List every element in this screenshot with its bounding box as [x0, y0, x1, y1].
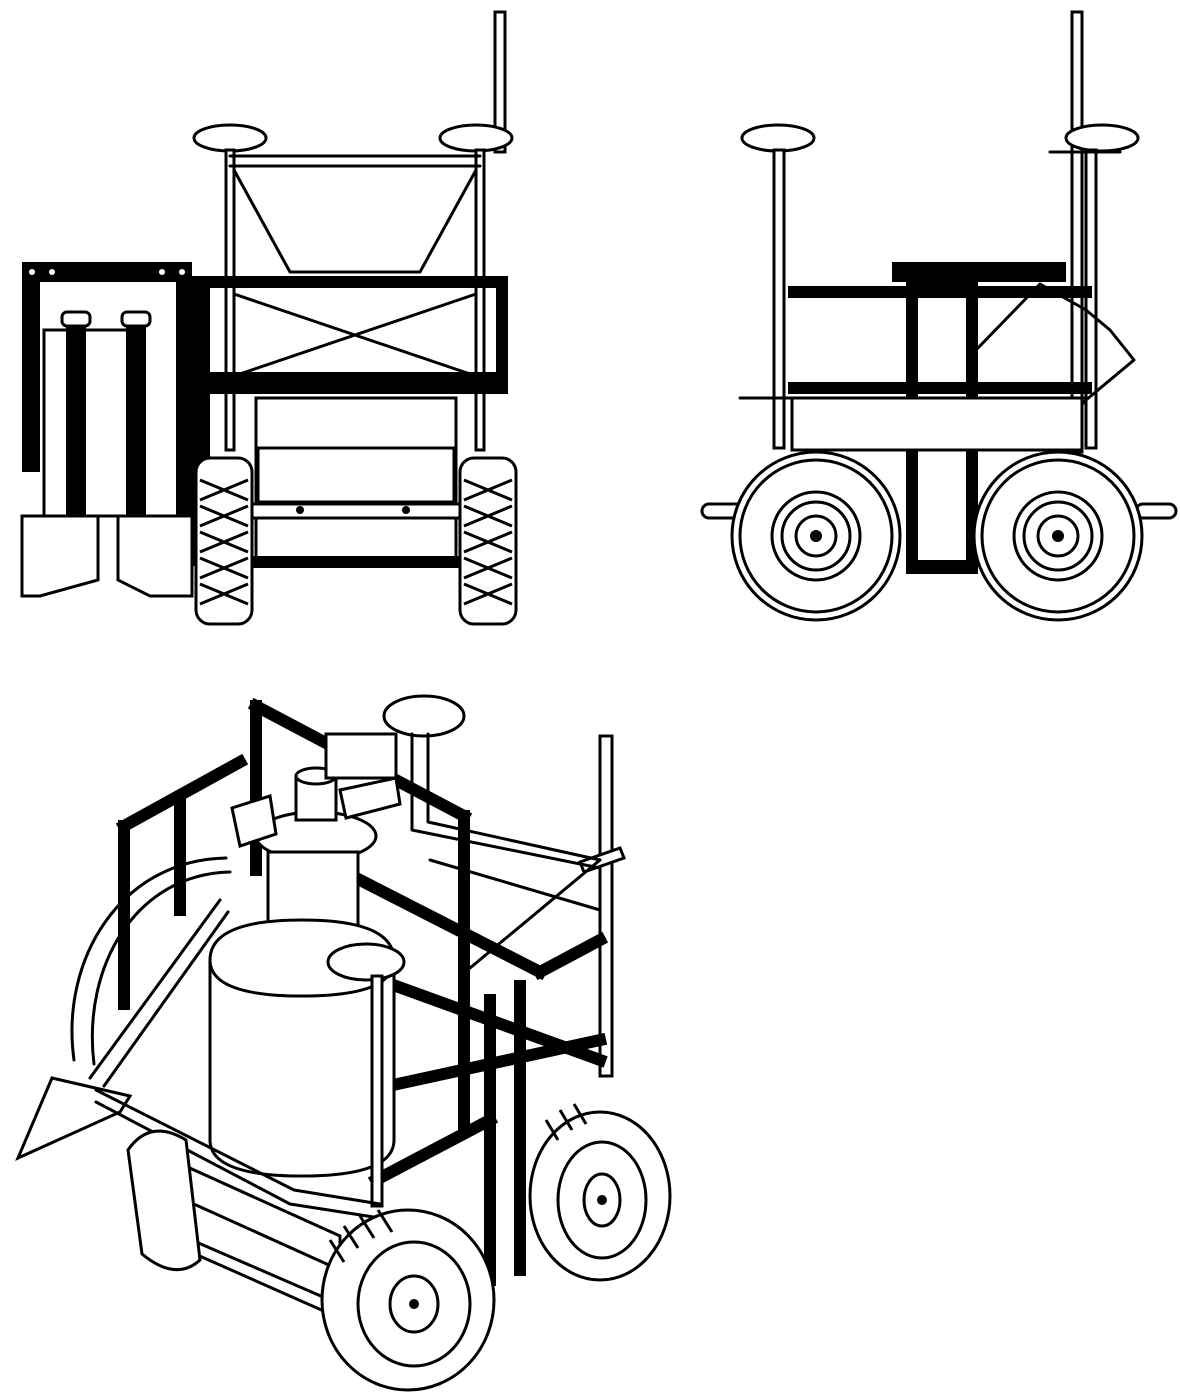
front-post-left — [224, 148, 236, 452]
side-wheel-left — [730, 450, 902, 622]
front-shield-top — [22, 262, 192, 282]
iso-wheel-rear — [528, 1110, 672, 1282]
side-wheel-right — [972, 450, 1144, 622]
side-mast — [1070, 10, 1084, 454]
iso-gnss-antenna-top — [382, 694, 466, 738]
iso-nozzle — [15, 1076, 133, 1161]
iso-black-frame — [115, 697, 609, 1286]
iso-pole — [598, 734, 614, 1078]
front-nozzle-right — [116, 514, 194, 598]
iso-wheel-front — [320, 1208, 496, 1392]
side-body — [790, 396, 1084, 452]
iso-hose — [70, 856, 228, 1062]
iso-pump — [230, 732, 402, 862]
front-nozzle-left — [20, 514, 100, 598]
front-post-right — [474, 148, 486, 452]
front-mast — [493, 10, 507, 154]
side-post-left — [772, 148, 786, 450]
iso-wheel-left — [126, 1129, 202, 1272]
